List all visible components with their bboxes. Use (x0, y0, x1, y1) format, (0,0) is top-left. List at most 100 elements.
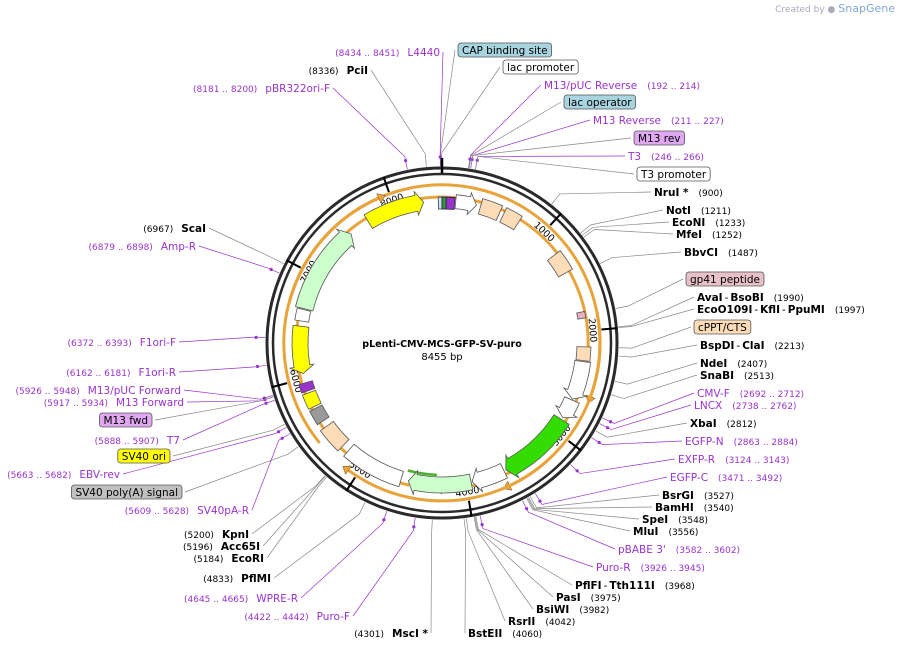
label-connector (178, 336, 266, 343)
left-label-19-name: WPRE-R (256, 593, 298, 605)
right-label-30: pBABE 3'(3582 .. 3602) (618, 544, 740, 556)
right-label-17-pos: (2213) (775, 342, 805, 352)
wpre-feature (343, 443, 404, 488)
left-label-16-pos: (5196) (183, 543, 213, 553)
left-label-5: F1ori-F(6372 .. 6393) (68, 337, 177, 349)
left-label-12-range: (5663 .. 5682) (7, 471, 71, 481)
left-label-21-name: MscI * (392, 628, 428, 640)
site-marker (382, 518, 386, 522)
right-label-12-pos: (1487) (728, 249, 758, 259)
right-label-28-pos: (3548) (678, 516, 708, 526)
label-connector (184, 446, 299, 493)
label-connector (470, 137, 632, 169)
right-label-7-text: T3 promoter (640, 169, 707, 181)
left-label-9: M13 fwd (99, 412, 153, 428)
label-connector (475, 516, 573, 586)
right-label-11-pos: (1252) (712, 231, 742, 241)
label-connector (332, 87, 408, 170)
right-label-2: M13/pUC Reverse(192 .. 214) (544, 80, 700, 92)
right-label-5: M13 rev (633, 130, 685, 146)
left-label-7: M13/pUC Forward (5926 .. 5948) (16, 385, 181, 397)
left-label-3: ScaI(6967) (143, 223, 206, 235)
site-marker (255, 364, 260, 369)
m13-marker (445, 196, 456, 210)
site-marker (575, 469, 579, 473)
right-label-6-range: (246 .. 266) (651, 153, 704, 163)
label-connector (251, 475, 326, 535)
right-label-21-range: (2738 .. 2762) (732, 402, 796, 412)
site-marker (438, 155, 442, 159)
left-label-11: SV40 ori (117, 448, 171, 464)
right-label-28: SpeI (3548) (642, 514, 708, 526)
right-label-32-sep: - (604, 580, 608, 592)
sv40-ori-feature (301, 389, 322, 410)
left-label-8-range: (5917 .. 5934) (44, 399, 108, 409)
right-label-17-name: BspDI (700, 340, 734, 352)
site-marker (269, 267, 273, 272)
left-label-3-pos: (6967) (143, 225, 173, 235)
right-label-22: XbaI(2812) (690, 418, 757, 430)
right-label-25: EGFP-C(3471 .. 3492) (670, 472, 782, 484)
left-label-2-name: pBR322ori-F (265, 83, 330, 95)
right-label-8: NruI *(900) (654, 187, 723, 199)
rre-feature (546, 249, 574, 278)
left-label-7-name: M13/pUC Forward (88, 385, 181, 397)
left-label-17: EcoRI(5184) (193, 553, 264, 565)
left-label-2-range: (8181 .. 8200) (193, 85, 257, 95)
left-label-18-name: PflMI (241, 573, 271, 585)
ltr3-feature (319, 420, 350, 452)
right-label-31: Puro-R(3926 .. 3945) (596, 562, 705, 574)
label-connector (439, 51, 444, 167)
right-label-6: T3(246 .. 266) (627, 151, 704, 163)
label-connector (618, 308, 695, 329)
right-label-22-pos: (2812) (727, 420, 757, 430)
right-label-12: BbvCI (1487) (684, 247, 758, 259)
label-connector (370, 69, 427, 167)
right-label-18: NdeI(2407) (700, 358, 767, 370)
left-label-11-box (117, 448, 171, 464)
scale-tick (601, 327, 618, 331)
label-connector (534, 476, 668, 505)
right-label-15-pos: (1997) (835, 306, 865, 316)
right-label-15-name3: PpuMI (788, 304, 825, 316)
right-label-12-name: BbvCI (684, 247, 718, 259)
site-marker (412, 525, 416, 529)
label-connector (172, 423, 285, 457)
ampr-promoter-feature (294, 307, 312, 323)
right-label-7-box (636, 166, 711, 182)
left-label-7-range: (5926 .. 5948) (16, 387, 80, 397)
right-label-16: cPPT/CTS (693, 319, 752, 335)
label-connector (475, 156, 635, 175)
f1-ori-feature (288, 324, 316, 374)
label-connector (527, 497, 640, 520)
label-connector (273, 502, 366, 579)
left-label-17-name: EcoRI (231, 553, 264, 565)
right-label-14-sep: - (725, 292, 729, 304)
label-connector (570, 458, 676, 474)
right-label-5-text: M13 rev (638, 133, 681, 145)
right-label-29: MluI(3556) (633, 526, 698, 538)
right-label-36: BstEII(4060) (468, 628, 542, 640)
label-connector (474, 516, 554, 598)
cmv-promoter-feature (554, 396, 580, 419)
right-label-28-name: SpeI (642, 514, 668, 526)
right-label-21: LNCX(2738 .. 2762) (694, 400, 797, 412)
transcript-arc-left-head (376, 193, 386, 204)
right-label-0: CAP binding site (457, 42, 553, 58)
left-label-20-name: Puro-F (317, 611, 350, 623)
ltr5-feature (477, 198, 504, 221)
right-label-30-name: pBABE 3' (618, 544, 666, 556)
right-label-35-name: RsrII (508, 616, 535, 628)
right-label-14-pos: (1990) (774, 294, 804, 304)
right-label-18-pos: (2407) (737, 360, 767, 370)
right-label-20-name: CMV-F (697, 388, 730, 400)
right-label-27: BamHI(3540) (655, 502, 734, 514)
right-label-19: SnaBI(2513) (700, 370, 774, 382)
left-label-10: T7(5888 .. 5907) (95, 435, 180, 447)
label-connector (580, 209, 664, 234)
left-label-6-name: F1ori-R (139, 367, 176, 379)
sv40-promoter-feature (471, 463, 508, 493)
right-label-4-name: M13 Reverse (593, 115, 661, 127)
